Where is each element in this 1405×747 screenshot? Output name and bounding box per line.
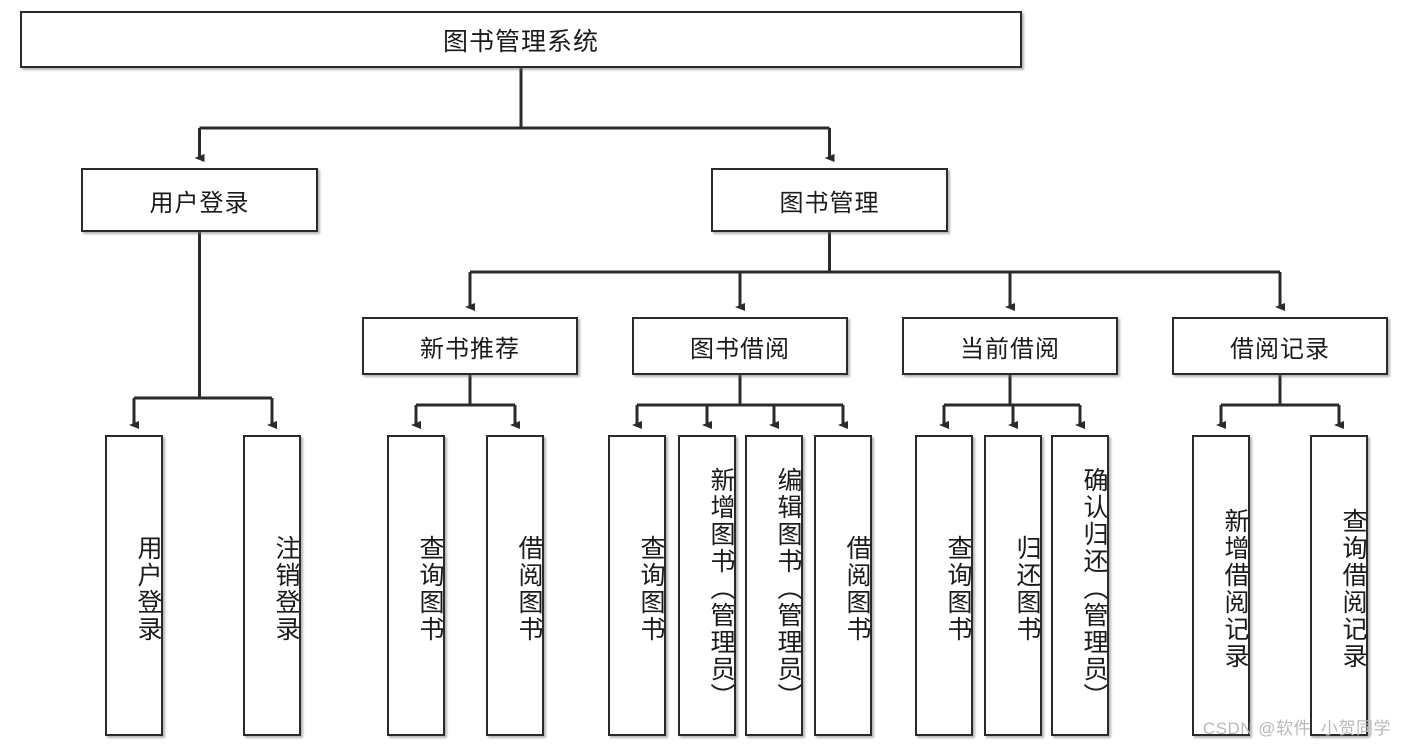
node-label: 查询图书 — [416, 534, 444, 643]
node-leaf-query-book-2[interactable]: 查询图书 — [608, 435, 666, 736]
node-label: 新增借阅记录 — [1221, 507, 1249, 670]
node-label: 借阅图书 — [843, 534, 871, 643]
node-user-login[interactable]: 用户登录 — [81, 168, 318, 232]
node-leaf-logout-login[interactable]: 注销登录 — [243, 435, 301, 736]
node-book-borrow[interactable]: 图书借阅 — [632, 317, 848, 375]
node-label: 查询图书 — [944, 534, 972, 643]
node-label: 借阅图书 — [515, 534, 543, 643]
node-new-book-recommend[interactable]: 新书推荐 — [362, 317, 578, 375]
node-borrow-record[interactable]: 借阅记录 — [1172, 317, 1388, 375]
node-label: 新书推荐 — [420, 335, 520, 363]
node-current-borrow[interactable]: 当前借阅 — [902, 317, 1118, 375]
node-label: 查询图书 — [637, 534, 665, 643]
node-leaf-add-borrow-record[interactable]: 新增借阅记录 — [1192, 435, 1250, 736]
node-label: 查询借阅记录 — [1339, 507, 1367, 670]
node-leaf-return-book[interactable]: 归还图书 — [984, 435, 1042, 736]
node-label: 图书管理 — [779, 189, 880, 217]
node-leaf-confirm-return-admin[interactable]: 确认归还（管理员） — [1051, 435, 1109, 736]
node-leaf-query-borrow-record[interactable]: 查询借阅记录 — [1310, 435, 1368, 736]
node-label: 注销登录 — [272, 534, 300, 643]
node-leaf-borrow-book-2[interactable]: 借阅图书 — [814, 435, 872, 736]
node-label: 确认归还（管理员） — [1080, 467, 1108, 710]
node-leaf-add-book-admin[interactable]: 新增图书（管理员） — [678, 435, 736, 736]
node-label: 图书管理系统 — [442, 27, 599, 56]
node-leaf-borrow-book-1[interactable]: 借阅图书 — [486, 435, 544, 736]
node-label: 用户登录 — [149, 189, 250, 217]
node-leaf-query-book-1[interactable]: 查询图书 — [387, 435, 445, 736]
node-root[interactable]: 图书管理系统 — [20, 11, 1022, 68]
node-label: 归还图书 — [1013, 534, 1041, 643]
node-label: 用户登录 — [134, 534, 162, 643]
node-label: 借阅记录 — [1230, 335, 1330, 363]
node-label: 图书借阅 — [690, 335, 790, 363]
node-leaf-user-login[interactable]: 用户登录 — [105, 435, 163, 736]
node-label: 新增图书（管理员） — [707, 467, 735, 710]
node-leaf-query-book-3[interactable]: 查询图书 — [915, 435, 973, 736]
watermark-label: CSDN @软件_小贺同学 — [1202, 719, 1391, 738]
node-book-management[interactable]: 图书管理 — [711, 168, 948, 232]
node-label: 当前借阅 — [960, 335, 1060, 363]
node-label: 编辑图书（管理员） — [774, 467, 802, 710]
node-leaf-edit-book-admin[interactable]: 编辑图书（管理员） — [745, 435, 803, 736]
